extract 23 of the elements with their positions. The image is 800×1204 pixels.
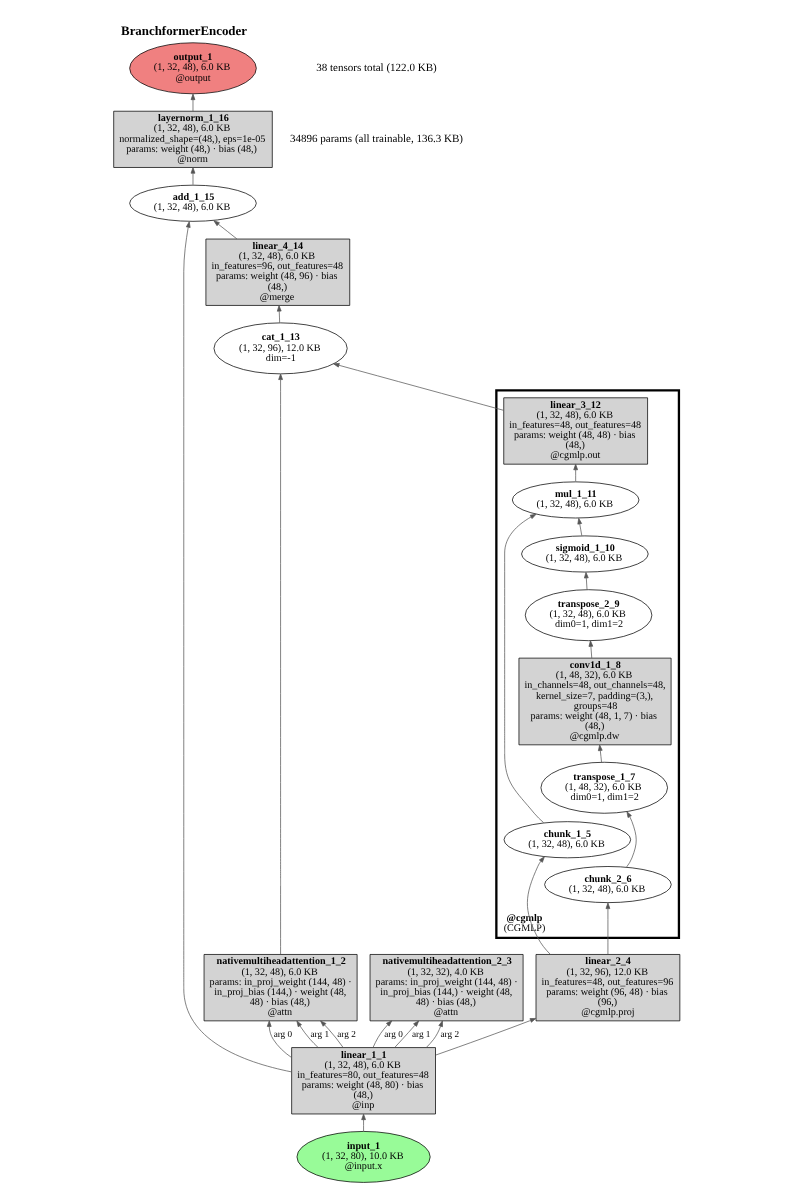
arrow xyxy=(527,856,551,955)
arrow xyxy=(584,572,589,590)
arrow xyxy=(266,1020,292,1058)
arrow xyxy=(183,221,292,1073)
arrow xyxy=(605,902,611,955)
arrow xyxy=(577,518,583,537)
arrow xyxy=(276,305,282,324)
arrow xyxy=(504,513,545,824)
arrow xyxy=(394,1020,420,1048)
arrow xyxy=(361,1113,366,1132)
arrow xyxy=(573,463,578,482)
arrow xyxy=(598,744,603,763)
arrow xyxy=(278,373,283,955)
arrow xyxy=(425,1020,443,1048)
arrow xyxy=(588,640,594,659)
arrow xyxy=(190,167,196,186)
arrow xyxy=(320,1020,344,1048)
arrow xyxy=(372,1020,393,1048)
arrow xyxy=(435,1018,537,1056)
arrow xyxy=(333,363,504,411)
arrow xyxy=(190,93,196,112)
arrow xyxy=(213,220,238,240)
arrow xyxy=(296,1020,319,1048)
